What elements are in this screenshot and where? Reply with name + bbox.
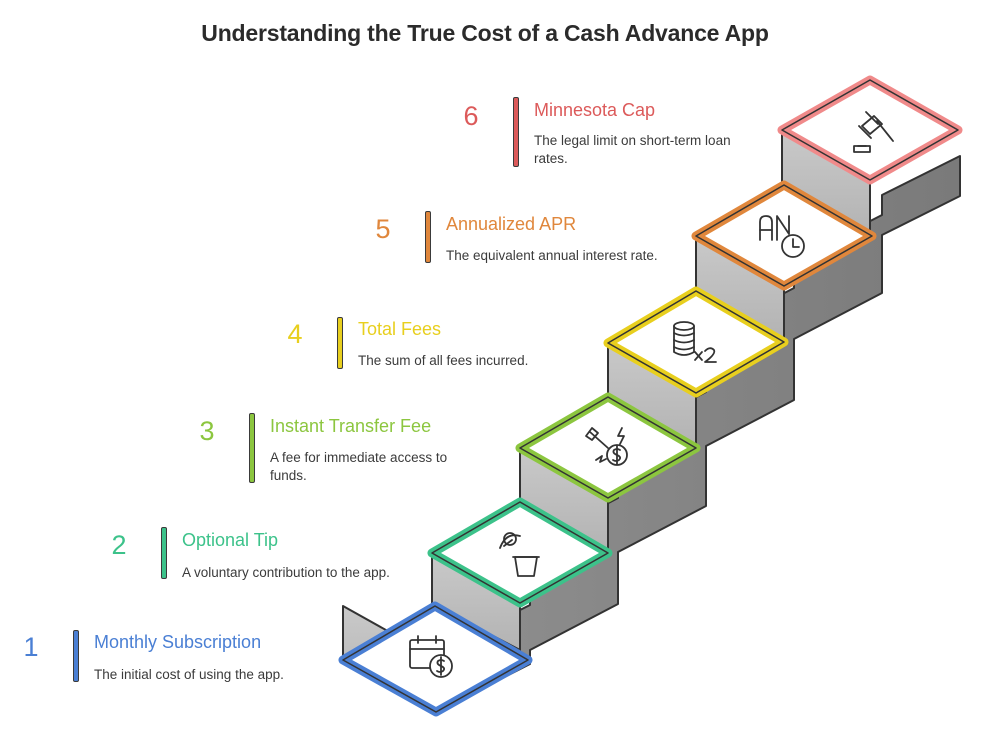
step-number: 4 (287, 319, 303, 349)
page-title: Understanding the True Cost of a Cash Ad… (201, 20, 769, 46)
step-heading: Instant Transfer Fee (270, 416, 432, 436)
step-description: The equivalent annual interest rate. (446, 248, 658, 263)
step-heading: Optional Tip (182, 530, 279, 550)
step-number: 2 (111, 530, 127, 560)
step-number: 6 (463, 101, 479, 131)
step-accent-bar (513, 97, 519, 167)
step-heading: Minnesota Cap (534, 100, 656, 120)
step-number: 1 (23, 632, 39, 662)
calendar-dollar-icon (409, 635, 453, 678)
step-accent-bar (73, 630, 79, 682)
tip-jar-icon (499, 532, 540, 577)
step-accent-bar (337, 317, 343, 369)
step-number: 5 (375, 214, 391, 244)
annual-clock-icon (759, 215, 805, 258)
step-description: The initial cost of using the app. (94, 667, 284, 682)
gavel-icon (853, 111, 894, 153)
step-description: A voluntary contribution to the app. (182, 565, 390, 580)
step-heading: Monthly Subscription (94, 632, 262, 652)
step-accent-bar (161, 527, 167, 579)
step-heading: Total Fees (358, 319, 442, 339)
step-number: 3 (199, 416, 215, 446)
step-description: The legal limit on short-term loan rates… (534, 133, 731, 166)
step-description: The sum of all fees incurred. (358, 353, 529, 368)
step-accent-bar (249, 413, 255, 483)
lightning-dollar-icon (585, 427, 628, 466)
step-heading: Annualized APR (446, 214, 577, 234)
step-description: A fee for immediate access to funds. (270, 450, 448, 483)
step-accent-bar (425, 211, 431, 263)
coin-stack-icon (673, 321, 717, 363)
